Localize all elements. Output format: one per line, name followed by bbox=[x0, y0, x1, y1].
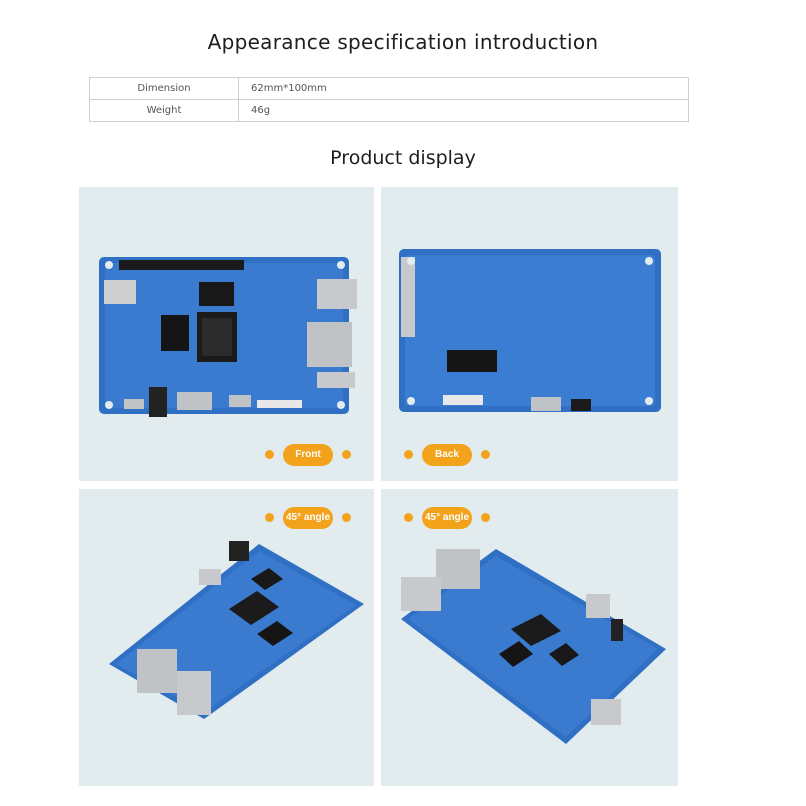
bullet-dot-icon bbox=[404, 450, 413, 459]
spec-value: 46g bbox=[238, 99, 689, 122]
bullet-dot-icon bbox=[342, 513, 351, 522]
product-image-back: Back bbox=[381, 187, 678, 481]
board-back-image bbox=[399, 249, 661, 412]
bullet-dot-icon bbox=[481, 450, 490, 459]
view-label-front: Front bbox=[283, 444, 333, 466]
bullet-dot-icon bbox=[342, 450, 351, 459]
spec-label: Weight bbox=[89, 99, 239, 122]
table-row: Dimension 62mm*100mm bbox=[89, 77, 689, 100]
product-image-angle-1: 45° angle bbox=[79, 489, 374, 786]
spec-value: 62mm*100mm bbox=[238, 77, 689, 100]
spec-label: Dimension bbox=[89, 77, 239, 100]
appearance-title: Appearance specification introduction bbox=[207, 30, 599, 54]
bullet-dot-icon bbox=[481, 513, 490, 522]
board-angle-image bbox=[109, 541, 364, 719]
product-image-angle-2: 45° angle bbox=[381, 489, 678, 786]
board-angle-image bbox=[401, 549, 666, 744]
bullet-dot-icon bbox=[265, 513, 274, 522]
view-label-angle-1: 45° angle bbox=[283, 507, 333, 529]
view-label-back: Back bbox=[422, 444, 472, 466]
view-label-angle-2: 45° angle bbox=[422, 507, 472, 529]
board-front-image bbox=[99, 257, 357, 417]
product-display-title: Product display bbox=[330, 147, 476, 169]
bullet-dot-icon bbox=[265, 450, 274, 459]
product-image-front: Front bbox=[79, 187, 374, 481]
spec-table: Dimension 62mm*100mm Weight 46g bbox=[89, 77, 689, 122]
table-row: Weight 46g bbox=[89, 99, 689, 122]
bullet-dot-icon bbox=[404, 513, 413, 522]
